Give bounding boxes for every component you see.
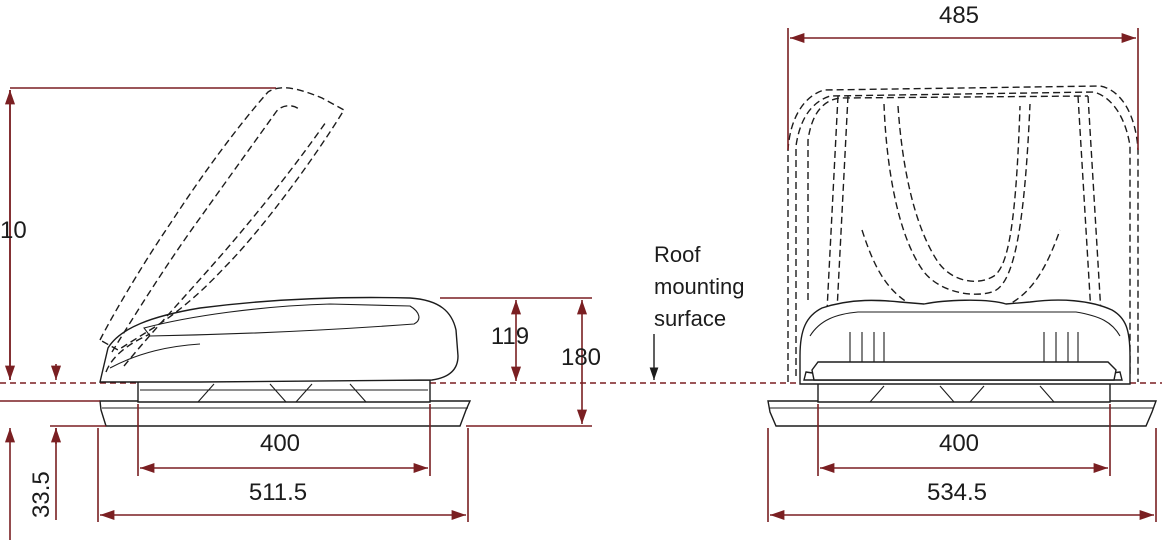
dim-total-height-label: 10 [0, 217, 27, 244]
note-line-2: mounting [654, 274, 745, 299]
dim-base-depth-label: 33.5 [28, 471, 55, 518]
dim-top-height-label: 119 [490, 323, 530, 350]
note-line-3: surface [654, 306, 727, 331]
dim-side-outer-width-label: 511.5 [248, 479, 308, 506]
roof-mounting-surface-note: Roof mounting surface [654, 239, 745, 335]
dim-front-outer-width-label: 534.5 [926, 479, 988, 506]
dim-overall-height-label: 180 [560, 344, 602, 371]
side-view [0, 87, 592, 540]
front-view [767, 28, 1157, 522]
dim-front-inner-width-label: 400 [938, 430, 980, 457]
dim-side-inner-width-label: 400 [259, 430, 301, 457]
note-line-1: Roof [654, 242, 701, 267]
dim-front-top-width-label: 485 [938, 2, 980, 29]
